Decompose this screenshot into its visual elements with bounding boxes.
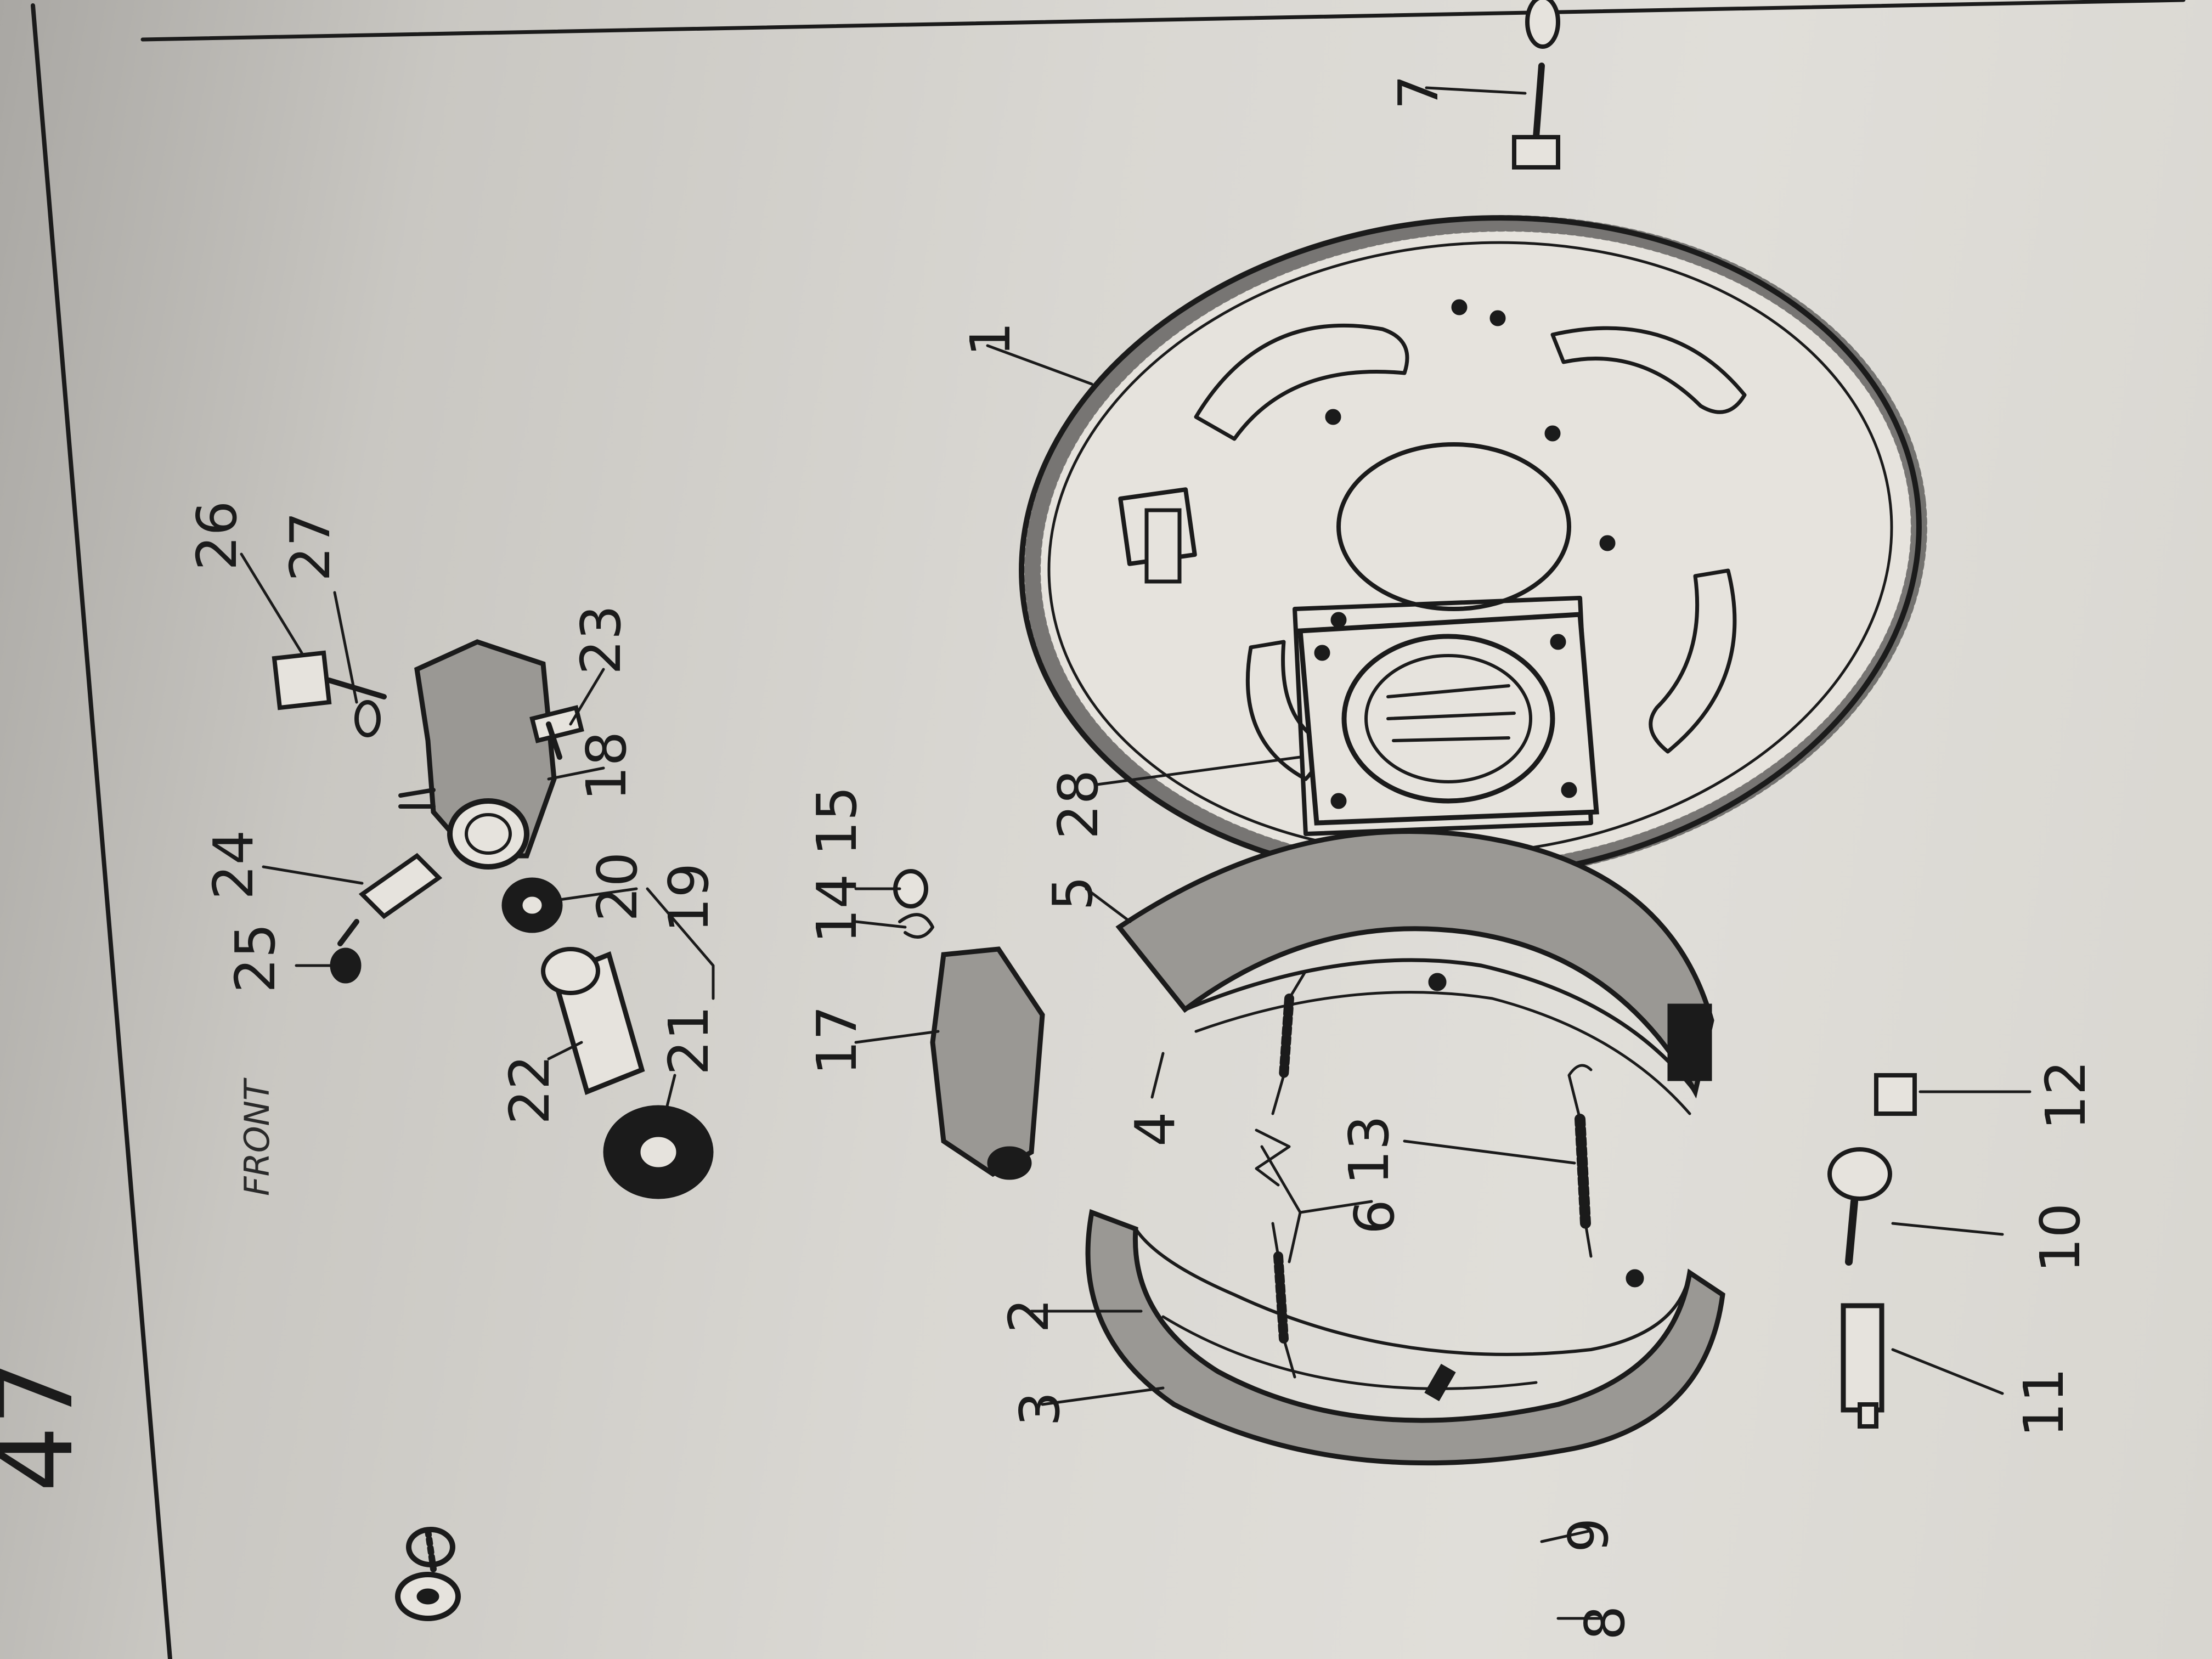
washer-part-8 [395,1572,461,1621]
pin-part-7 [1512,0,1560,170]
callout-13: 13 [1337,1115,1401,1185]
callout-5: 5 [1041,876,1105,911]
leader-lines [240,86,2032,1620]
piston-part-22 [541,947,645,1096]
callout-17: 17 [805,1006,869,1075]
seal-part-20 [501,877,563,933]
callout-18: 18 [574,731,639,801]
callout-10: 10 [2028,1203,2092,1273]
bleed-screw-part-26 [272,650,387,710]
springs-part-6 [1255,969,1307,1379]
cover-plate-part-28 [1297,612,1599,826]
adjuster-part-10 [1827,1147,1892,1266]
callout-26: 26 [185,501,249,571]
callout-21: 21 [657,1006,721,1075]
callout-28: 28 [1046,770,1110,839]
callout-27: 27 [278,512,342,582]
callout-8: 8 [1573,1605,1637,1640]
callout-11: 11 [2012,1368,2076,1437]
callout-3: 3 [1008,1391,1072,1426]
callout-25: 25 [223,923,287,993]
washer-part-27 [354,700,381,737]
callout-12: 12 [2034,1060,2098,1130]
callout-23: 23 [569,605,633,675]
callout-7: 7 [1386,75,1451,110]
callout-19: 19 [657,863,721,933]
callout-9: 9 [1556,1517,1621,1553]
spring-clip-part-14 [898,913,934,939]
wheel-cylinder-part-17 [930,946,1045,1180]
brake-shoe-part-5 [1115,828,1714,1115]
callout-24: 24 [201,830,266,900]
callout-labels: 1 2 3 4 5 6 7 8 9 10 11 12 13 14 15 17 1… [185,75,2098,1640]
callout-4: 4 [1123,1111,1187,1147]
callout-14: 14 [805,874,869,944]
callout-2: 2 [997,1298,1061,1333]
spring-part-13 [1567,1064,1593,1258]
callout-20: 20 [585,852,650,922]
tappet-part-11 [1841,1303,1884,1429]
page-number: 47 [0,1359,96,1492]
spring-part-9 [406,1527,455,1572]
plug-part-12 [1874,1073,1917,1116]
callout-15: 15 [805,786,869,856]
boot-part-21 [603,1105,714,1199]
page-border [31,0,2186,1659]
front-label: FRONT [237,1077,277,1196]
push-rod-part-24 [337,853,443,946]
callout-1: 1 [958,321,1023,357]
callout-22: 22 [498,1055,562,1125]
bolt-part-23 [529,705,584,760]
callout-6: 6 [1342,1199,1407,1234]
wheel-cylinder-part-18 [398,639,557,870]
brake-shoe-part-2-3 [1085,1209,1725,1466]
